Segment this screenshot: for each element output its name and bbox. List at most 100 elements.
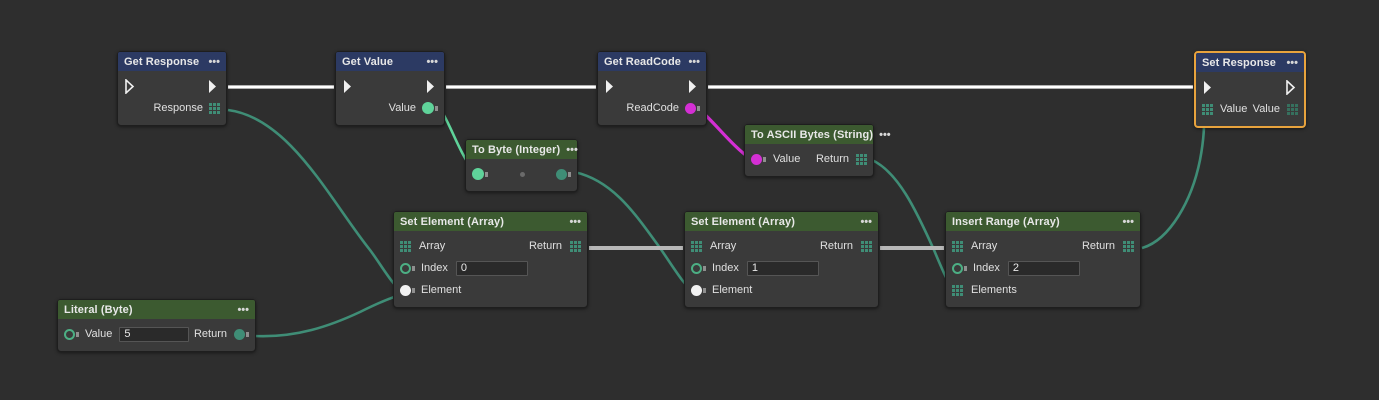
- port-return-out[interactable]: [856, 153, 867, 165]
- port-label: Value: [388, 102, 416, 114]
- collapsed-indicator-icon: [519, 171, 525, 177]
- node-body: Value Return: [745, 144, 873, 176]
- port-index-in[interactable]: [400, 262, 415, 274]
- node-get-response[interactable]: Get Response ••• Response: [117, 51, 227, 126]
- port-label-return: Return: [819, 240, 853, 252]
- exec-out-icon[interactable]: [1285, 79, 1298, 95]
- node-header[interactable]: Literal (Byte) •••: [58, 300, 255, 319]
- node-body: Value Value: [1196, 72, 1304, 126]
- exec-in-icon[interactable]: [124, 78, 137, 94]
- port-row-element: Element: [394, 279, 587, 301]
- port-label: ReadCode: [626, 102, 679, 114]
- port-label-element: Element: [421, 284, 462, 296]
- port-value-in[interactable]: [1202, 103, 1213, 115]
- node-menu-icon[interactable]: •••: [688, 55, 700, 68]
- node-menu-icon[interactable]: •••: [1122, 215, 1134, 228]
- node-body: Array Return Index El: [394, 231, 587, 307]
- port-index-in[interactable]: [691, 262, 706, 274]
- node-set-response[interactable]: Set Response ••• Value Value: [1194, 51, 1306, 128]
- node-set-element-array-1[interactable]: Set Element (Array) ••• Array Return: [393, 211, 588, 308]
- node-set-element-array-2[interactable]: Set Element (Array) ••• Array Return: [684, 211, 879, 308]
- port-value-in[interactable]: [64, 328, 79, 340]
- exec-out-icon[interactable]: [425, 79, 438, 94]
- node-body: Array Return Index Elements: [946, 231, 1140, 307]
- data-dot-icon: [422, 102, 434, 114]
- data-dot-icon: [472, 168, 484, 180]
- port-response-out[interactable]: [209, 102, 220, 114]
- node-header[interactable]: Set Element (Array) •••: [685, 212, 878, 231]
- exec-row: [118, 75, 226, 97]
- node-header[interactable]: Get Response •••: [118, 52, 226, 71]
- node-insert-range-array[interactable]: Insert Range (Array) ••• Array Return: [945, 211, 1141, 308]
- node-menu-icon[interactable]: •••: [879, 128, 891, 141]
- exec-out-icon[interactable]: [687, 79, 700, 94]
- node-menu-icon[interactable]: •••: [1286, 56, 1298, 69]
- port-label-return: Return: [1081, 240, 1115, 252]
- node-menu-icon[interactable]: •••: [426, 55, 438, 68]
- index-input[interactable]: [455, 260, 528, 276]
- node-menu-icon[interactable]: •••: [860, 215, 872, 228]
- node-body: Value: [336, 71, 444, 125]
- node-literal-byte[interactable]: Literal (Byte) ••• Value Return: [57, 299, 256, 352]
- port-array-in[interactable]: [952, 240, 963, 252]
- node-menu-icon[interactable]: •••: [566, 143, 578, 156]
- data-dot-icon: [691, 284, 702, 296]
- node-header[interactable]: Insert Range (Array) •••: [946, 212, 1140, 231]
- node-to-byte-integer[interactable]: To Byte (Integer) •••: [465, 139, 578, 192]
- port-element-in[interactable]: [691, 284, 706, 296]
- node-body: Array Return Index El: [685, 231, 878, 307]
- exec-in-icon[interactable]: [604, 79, 617, 94]
- wire-literal-return-to-set-element-1-element: [253, 292, 405, 338]
- exec-in-icon[interactable]: [1202, 80, 1215, 95]
- port-row-index: Index: [685, 257, 878, 279]
- port-label-element: Element: [712, 284, 753, 296]
- node-header[interactable]: Set Element (Array) •••: [394, 212, 587, 231]
- port-label-array: Array: [971, 240, 998, 252]
- port-return-out[interactable]: [1123, 240, 1134, 252]
- node-menu-icon[interactable]: •••: [237, 303, 249, 316]
- node-get-readcode[interactable]: Get ReadCode ••• ReadCode: [597, 51, 707, 126]
- port-value-in[interactable]: [751, 153, 766, 165]
- node-title: Get ReadCode: [604, 55, 681, 68]
- port-return-out[interactable]: [570, 240, 581, 252]
- port-elements-in[interactable]: [952, 284, 963, 296]
- port-nub-icon: [412, 265, 415, 271]
- port-label-return: Return: [528, 240, 562, 252]
- node-header[interactable]: Get Value •••: [336, 52, 444, 71]
- node-header[interactable]: To Byte (Integer) •••: [466, 140, 578, 159]
- node-to-ascii-bytes-string[interactable]: To ASCII Bytes (String) ••• Value Return: [744, 124, 891, 177]
- port-nub-icon: [485, 171, 488, 177]
- exec-in-icon[interactable]: [342, 79, 355, 94]
- port-return-out[interactable]: [234, 328, 249, 340]
- node-get-value[interactable]: Get Value ••• Value: [335, 51, 445, 126]
- port-nub-icon: [763, 156, 766, 162]
- value-input[interactable]: [119, 326, 190, 342]
- node-body: [466, 159, 577, 191]
- port-element-in[interactable]: [400, 284, 415, 296]
- node-menu-icon[interactable]: •••: [208, 55, 220, 68]
- index-input[interactable]: [746, 260, 819, 276]
- data-dot-icon: [751, 153, 762, 165]
- port-array-in[interactable]: [400, 240, 411, 252]
- node-header[interactable]: Get ReadCode •••: [598, 52, 706, 71]
- port-in[interactable]: [472, 168, 488, 180]
- port-return-out[interactable]: [861, 240, 872, 252]
- node-menu-icon[interactable]: •••: [569, 215, 581, 228]
- port-array-in[interactable]: [691, 240, 702, 252]
- index-input[interactable]: [1007, 260, 1080, 276]
- port-index-in[interactable]: [952, 262, 967, 274]
- port-label-array: Array: [419, 240, 446, 252]
- node-header[interactable]: To ASCII Bytes (String) •••: [745, 125, 891, 144]
- port-readcode-out[interactable]: [685, 102, 700, 114]
- node-header[interactable]: Set Response •••: [1196, 53, 1304, 72]
- port-label-out: Value: [1252, 103, 1280, 115]
- port-value-out[interactable]: [422, 102, 438, 114]
- data-dot-icon: [400, 284, 411, 296]
- array-grid-icon: [209, 102, 220, 114]
- port-out[interactable]: [556, 168, 571, 180]
- port-value-out[interactable]: [1287, 103, 1298, 115]
- exec-out-icon[interactable]: [207, 79, 220, 94]
- port-row-response: Response: [118, 97, 226, 119]
- node-title: To ASCII Bytes (String): [751, 128, 874, 141]
